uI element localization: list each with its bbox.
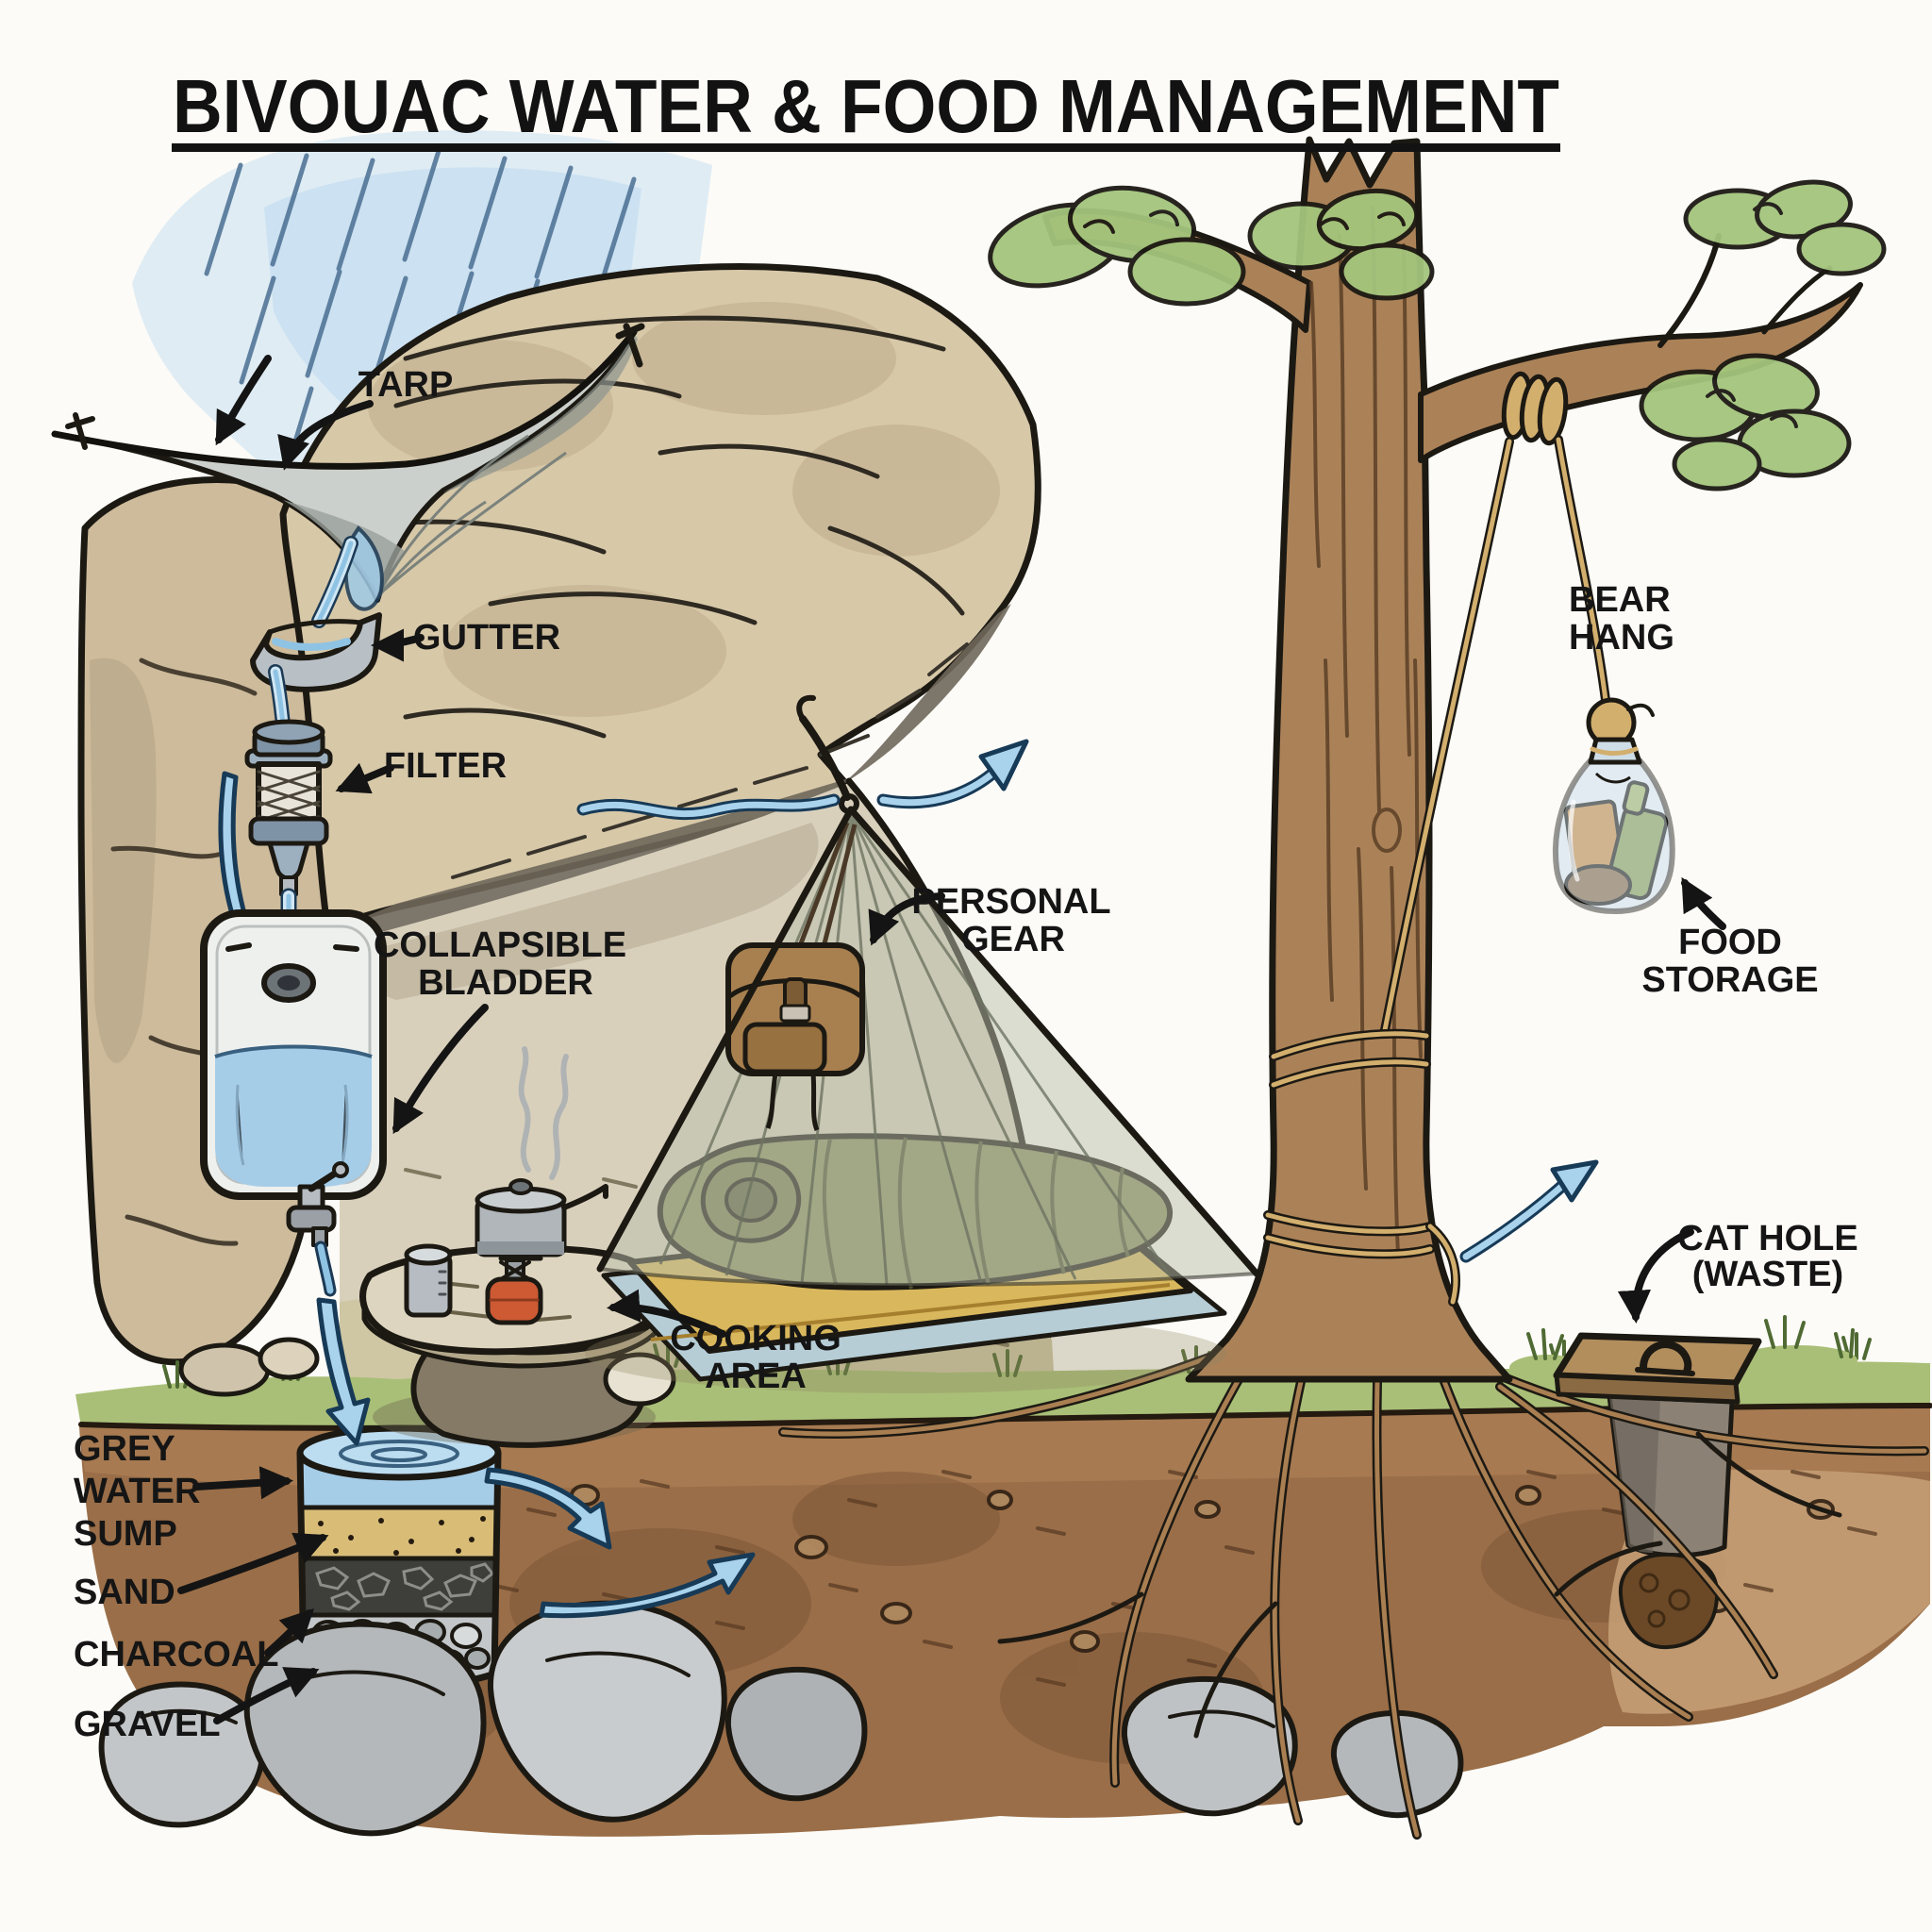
annotation-arrows	[177, 400, 1726, 1724]
stones-left-of-sump	[178, 1337, 320, 1397]
svg-text:CAT HOLE: CAT HOLE	[1677, 1219, 1857, 1258]
label-sand: SAND	[74, 1573, 175, 1612]
shelter-tent	[596, 694, 1260, 1288]
svg-text:FOOD: FOOD	[1678, 923, 1782, 962]
cat-hole-flow-arrow	[1459, 1159, 1599, 1263]
svg-text:PERSONAL: PERSONAL	[911, 882, 1110, 922]
overhang-cracks	[356, 315, 965, 739]
label-cooking-area: COOKING AREA	[670, 1319, 841, 1396]
tap-flow-arrow	[316, 1297, 371, 1446]
bear-hang-rope	[1263, 371, 1655, 1307]
water-stream-tarp-to-gutter	[311, 536, 358, 628]
annotation-labels: TARP GUTTER FILTER COLLAPSIBLE BLADDER P…	[74, 365, 1858, 1744]
backpack-pocket	[742, 1022, 827, 1074]
svg-text:HANG: HANG	[1569, 618, 1674, 658]
water-stream-gutter-to-filter	[268, 664, 291, 732]
svg-text:STORAGE: STORAGE	[1641, 960, 1818, 1000]
underground-flow-arrow-2	[539, 1552, 756, 1619]
gutter-arrow	[370, 628, 425, 662]
cook-pot	[475, 1178, 608, 1257]
cat-hole-arrow	[1617, 1228, 1694, 1324]
trunk-rope-wraps	[1263, 1028, 1460, 1307]
lid-handle	[1640, 1341, 1692, 1375]
spigot-drip-stream	[314, 1241, 337, 1297]
bladder-water	[215, 1048, 372, 1187]
gutter	[250, 612, 382, 692]
foliage	[988, 179, 1887, 491]
branch-rope-coil	[1501, 371, 1569, 446]
svg-text:GREY: GREY	[74, 1429, 175, 1469]
water-filter	[244, 719, 333, 896]
svg-text:(WASTE): (WASTE)	[1692, 1255, 1843, 1294]
sump-sand-layer	[301, 1507, 497, 1558]
svg-text:BEAR: BEAR	[1569, 580, 1671, 620]
bladder-arrow	[392, 1004, 489, 1135]
bladder-spigot	[286, 1161, 349, 1247]
label-food-storage: FOOD STORAGE	[1641, 923, 1818, 1000]
charcoal-chunks	[315, 1562, 495, 1611]
charcoal-arrow	[264, 1608, 314, 1657]
filter-arrow	[335, 762, 394, 794]
tarp-stake-left	[65, 412, 95, 450]
rain-arrow	[215, 355, 272, 446]
collapsible-bladder	[200, 909, 387, 1297]
tent-hook	[796, 694, 859, 814]
svg-text:WATER: WATER	[74, 1472, 200, 1511]
sand-dots	[318, 1516, 486, 1556]
camp-cup	[404, 1243, 453, 1318]
airflow-arrow-left	[576, 793, 841, 821]
airflow-arrow-right	[876, 739, 1029, 809]
grey-water-sump-arrow	[192, 1466, 294, 1500]
overhang-underside	[335, 604, 1011, 943]
svg-text:GEAR: GEAR	[961, 920, 1065, 959]
gravel-arrow	[213, 1667, 320, 1724]
food-storage-bag	[1552, 737, 1675, 914]
cooking-area-arrow	[606, 1289, 726, 1338]
personal-gear-arrow	[868, 892, 945, 946]
label-gutter: GUTTER	[413, 618, 560, 658]
food-storage-arrow	[1681, 876, 1726, 930]
label-cat-hole: CAT HOLE (WASTE)	[1677, 1219, 1857, 1294]
camp-stove	[475, 1046, 608, 1325]
label-personal-gear: PERSONAL GEAR	[911, 882, 1110, 959]
svg-text:AREA: AREA	[705, 1357, 807, 1396]
tree-roots	[778, 1346, 1929, 1840]
label-tarp: TARP	[358, 365, 454, 405]
tent-edges	[596, 806, 1260, 1277]
label-grey-water-sump: GREY WATER SUMP	[74, 1429, 200, 1554]
title-underline	[172, 143, 1560, 152]
tarp-ridge	[51, 328, 638, 470]
tent-mesh	[600, 809, 1257, 1286]
svg-text:COOKING: COOKING	[670, 1319, 841, 1358]
water-ripples	[339, 1440, 459, 1468]
tarp-arrow	[277, 400, 374, 471]
underground-flow-arrow-1	[484, 1467, 612, 1550]
page-title: BIVOUAC WATER & FOOD MANAGEMENT	[173, 64, 1559, 148]
label-bear-hang: BEAR HANG	[1569, 580, 1674, 658]
sand-arrow	[177, 1532, 329, 1594]
svg-text:SUMP: SUMP	[74, 1514, 177, 1554]
steam	[518, 1046, 569, 1180]
food-items	[1563, 780, 1669, 906]
white-stone	[603, 1352, 676, 1407]
label-charcoal: CHARCOAL	[74, 1635, 278, 1674]
svg-text:COLLAPSIBLE: COLLAPSIBLE	[374, 925, 626, 965]
title-block: BIVOUAC WATER & FOOD MANAGEMENT	[172, 64, 1560, 152]
label-filter: FILTER	[384, 746, 507, 786]
cat-hole-lid	[1509, 1315, 1857, 1405]
label-gravel: GRAVEL	[74, 1705, 221, 1744]
tarp-stick-right	[615, 323, 645, 368]
tent-folds	[658, 812, 1172, 1286]
tree	[988, 136, 1887, 1383]
svg-text:BLADDER: BLADDER	[418, 963, 593, 1003]
bag-film	[1552, 758, 1675, 914]
burner	[498, 1256, 543, 1283]
label-collapsible-bladder: COLLAPSIBLE BLADDER	[374, 925, 626, 1003]
